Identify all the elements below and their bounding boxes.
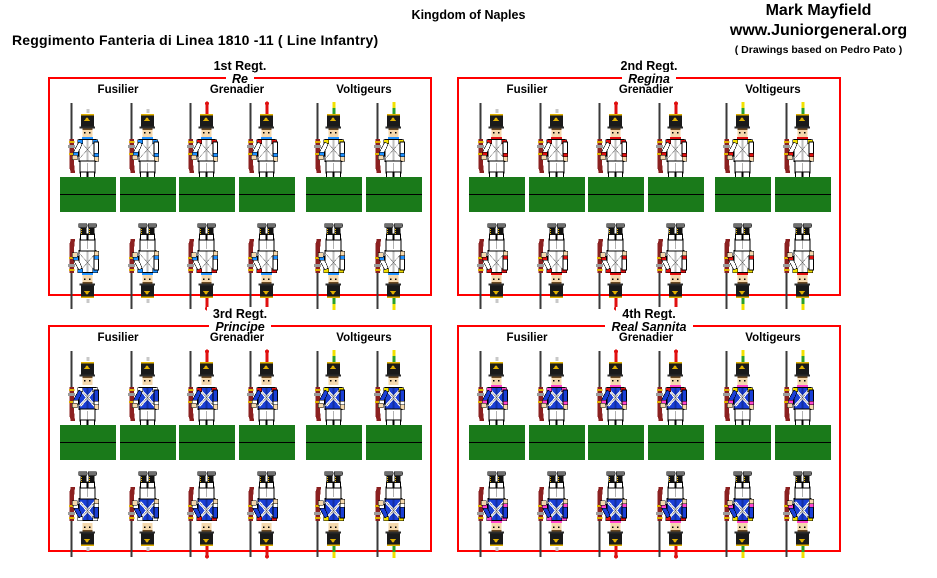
soldier-figure-1st-voltigeurs xyxy=(306,101,362,311)
column-title-3rd-voltigeurs: Voltigeurs xyxy=(336,332,392,344)
soldier-figure-3rd-fusilier xyxy=(120,349,176,559)
soldier-figure-1st-voltigeurs xyxy=(366,101,422,311)
regiment-number-3rd: 3rd Regt. xyxy=(48,305,432,323)
soldier-figure-2nd-voltigeurs xyxy=(775,101,831,311)
regiment-number-1st: 1st Regt. xyxy=(48,57,432,75)
column-title-1st-grenadier: Grenadier xyxy=(209,84,265,96)
column-title-4th-fusilier: Fusilier xyxy=(506,332,548,344)
soldier-figure-2nd-grenadier xyxy=(648,101,704,311)
soldier-figure-4th-fusilier xyxy=(529,349,585,559)
soldier-figure-4th-voltigeurs xyxy=(715,349,771,559)
column-title-2nd-grenadier: Grenadier xyxy=(618,84,674,96)
soldier-figure-4th-grenadier xyxy=(588,349,644,559)
soldier-figure-1st-grenadier xyxy=(179,101,235,311)
page-subtitle-regiment: Reggimento Fanteria di Linea 1810 -11 ( … xyxy=(12,32,379,48)
soldier-figure-2nd-voltigeurs xyxy=(715,101,771,311)
soldier-figure-3rd-grenadier xyxy=(239,349,295,559)
soldier-figure-2nd-fusilier xyxy=(469,101,525,311)
drawing-credit: ( Drawings based on Pedro Pato ) xyxy=(734,44,903,56)
regiment-name-3rd: Principe xyxy=(48,318,432,336)
soldier-figure-3rd-voltigeurs xyxy=(366,349,422,559)
regiment-name-2nd: Regina xyxy=(457,70,841,88)
soldier-figure-3rd-grenadier xyxy=(179,349,235,559)
soldier-figure-4th-fusilier xyxy=(469,349,525,559)
soldier-figure-4th-grenadier xyxy=(648,349,704,559)
column-title-1st-fusilier: Fusilier xyxy=(97,84,139,96)
soldier-figure-2nd-fusilier xyxy=(529,101,585,311)
page-title-kingdom: Kingdom of Naples xyxy=(411,8,526,22)
regiment-name-1st: Re xyxy=(48,70,432,88)
soldier-figure-4th-voltigeurs xyxy=(775,349,831,559)
column-title-4th-voltigeurs: Voltigeurs xyxy=(745,332,801,344)
soldier-figure-3rd-fusilier xyxy=(60,349,116,559)
soldier-figure-3rd-voltigeurs xyxy=(306,349,362,559)
soldier-figure-1st-fusilier xyxy=(120,101,176,311)
soldier-figure-1st-fusilier xyxy=(60,101,116,311)
soldier-figure-2nd-grenadier xyxy=(588,101,644,311)
column-title-4th-grenadier: Grenadier xyxy=(618,332,674,344)
column-title-3rd-fusilier: Fusilier xyxy=(97,332,139,344)
regiment-number-4th: 4th Regt. xyxy=(457,305,841,323)
column-title-2nd-voltigeurs: Voltigeurs xyxy=(745,84,801,96)
regiment-name-4th: Real Sannita xyxy=(457,318,841,336)
column-title-3rd-grenadier: Grenadier xyxy=(209,332,265,344)
author-name: Mark Mayfield xyxy=(765,2,872,19)
website-url: www.Juniorgeneral.org xyxy=(729,22,908,39)
column-title-1st-voltigeurs: Voltigeurs xyxy=(336,84,392,96)
regiment-number-2nd: 2nd Regt. xyxy=(457,57,841,75)
soldier-figure-1st-grenadier xyxy=(239,101,295,311)
column-title-2nd-fusilier: Fusilier xyxy=(506,84,548,96)
